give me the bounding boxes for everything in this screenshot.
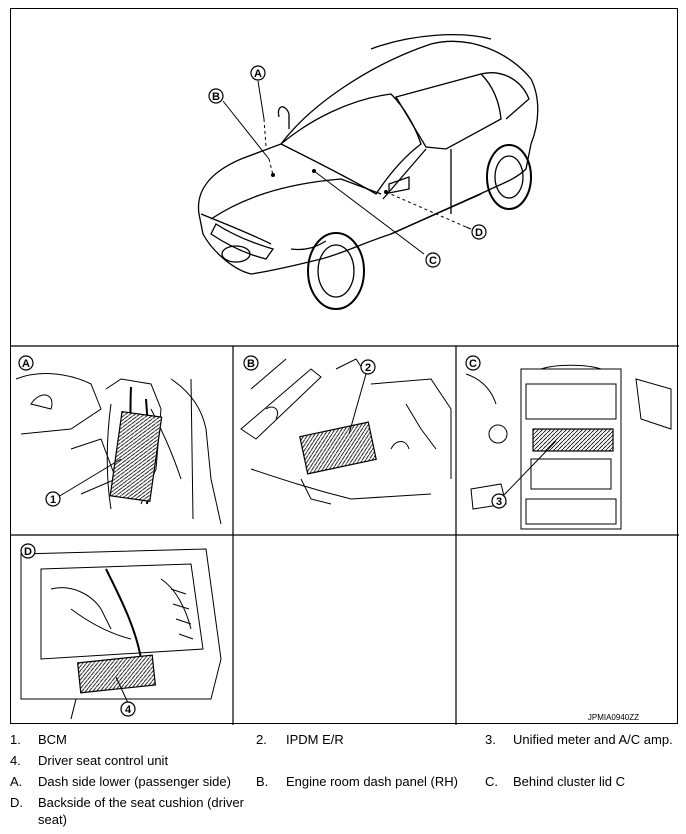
legend-text: Behind cluster lid C [513, 774, 625, 789]
panel-c-label: C [465, 355, 481, 371]
ipdm-er-unit-shape [299, 421, 377, 475]
legend-text: BCM [38, 732, 67, 747]
svg-text:B: B [212, 91, 220, 103]
callout-c-overview: C [425, 252, 441, 268]
legend-number: 3. [485, 732, 496, 747]
svg-text:3: 3 [496, 496, 502, 508]
legend-number: 4. [10, 753, 21, 768]
unified-meter-unit-shape [532, 428, 614, 452]
panel-grid [11, 345, 679, 725]
svg-text:B: B [247, 358, 255, 370]
callout-b-overview: B [208, 88, 224, 104]
bcm-unit-shape [109, 410, 163, 503]
svg-text:A: A [22, 358, 30, 370]
legend-text: Dash side lower (passenger side) [38, 774, 231, 789]
panel-b-engine-room-drawing [240, 358, 452, 505]
legend-text: Driver seat control unit [38, 753, 169, 768]
callout-1-bcm: 1 [45, 491, 61, 507]
svg-text:C: C [469, 358, 477, 370]
car-leader-lines [222, 80, 472, 255]
legend-text: Unified meter and A/C amp. [513, 732, 673, 747]
legend-letter: D. [10, 795, 23, 810]
svg-text:4: 4 [125, 704, 132, 716]
legend-number: 1. [10, 732, 21, 747]
car-points [271, 169, 388, 194]
svg-text:D: D [24, 546, 32, 558]
panel-c-cluster-drawing [465, 364, 672, 530]
callout-a-overview: A [250, 65, 266, 81]
svg-text:A: A [254, 68, 262, 80]
callout-4-seat-control: 4 [120, 701, 136, 717]
panel-a-label: A [18, 355, 34, 371]
panel-d-seat-drawing [20, 548, 222, 720]
component-location-figure: A B C D A 1 [10, 8, 679, 725]
legend-text: seat) [38, 812, 67, 827]
callout-d-overview: D [471, 224, 487, 240]
svg-text:1: 1 [50, 494, 56, 506]
legend-letter: A. [10, 774, 23, 789]
legend-text: Backside of the seat cushion (driver [38, 795, 244, 810]
svg-text:2: 2 [365, 362, 371, 374]
legend-letter: B. [256, 774, 269, 789]
driver-seat-control-unit-shape [76, 654, 157, 694]
panel-d-label: D [20, 543, 36, 559]
legend-item-d-continued: seat) [38, 812, 67, 827]
svg-text:D: D [475, 227, 483, 239]
callout-3-unified-meter: 3 [491, 493, 507, 509]
callout-2-ipdm: 2 [360, 359, 376, 375]
figure-reference-code: JPMIA0940ZZ [587, 713, 639, 722]
panel-a-dash-side-drawing [15, 373, 222, 525]
panel-b-label: B [243, 355, 259, 371]
svg-text:C: C [429, 255, 437, 267]
legend-letter: C. [485, 774, 498, 789]
legend-text: IPDM E/R [286, 732, 344, 747]
legend-number: 2. [256, 732, 267, 747]
legend-text: Engine room dash panel (RH) [286, 774, 458, 789]
vehicle-overview-drawing [197, 34, 539, 310]
